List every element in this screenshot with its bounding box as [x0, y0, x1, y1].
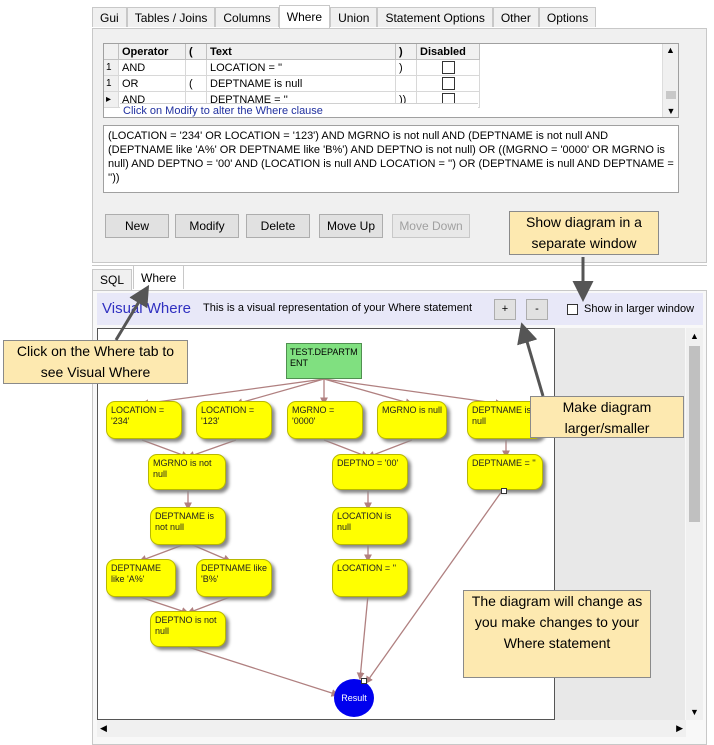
- scroll-thumb[interactable]: [689, 346, 700, 522]
- diagram-node[interactable]: LOCATION = '123': [196, 401, 272, 439]
- row-marker: 1: [104, 75, 119, 92]
- diagram-canvas[interactable]: TEST.DEPARTMENT LOCATION = '234' LOCATIO…: [97, 328, 555, 720]
- larger-window-label: Show in larger window: [584, 303, 695, 315]
- col-rparen: ): [395, 44, 417, 60]
- row-marker: ▸: [104, 91, 119, 108]
- tab-sql[interactable]: SQL: [92, 269, 133, 290]
- diagram-node[interactable]: MGRNO = '0000': [287, 401, 363, 439]
- diagram-edges: [138, 378, 510, 697]
- grid-scrollbar[interactable]: ▲ ▼: [662, 44, 678, 117]
- col-disabled: Disabled: [416, 44, 480, 60]
- callout-larger-smaller: Make diagram larger/smaller: [530, 396, 684, 438]
- scroll-left-icon[interactable]: ◀: [100, 723, 107, 733]
- scroll-right-icon[interactable]: ▶: [676, 723, 683, 733]
- tab-tables-joins[interactable]: Tables / Joins: [126, 7, 216, 27]
- scroll-up-icon[interactable]: ▲: [666, 45, 675, 55]
- diagram-node[interactable]: DEPTNAME like 'A%': [106, 559, 176, 597]
- tab-where[interactable]: Where: [278, 5, 331, 28]
- col-text: Text: [206, 44, 396, 60]
- diagram-node[interactable]: DEPTNO = '00': [332, 454, 408, 490]
- tab-statement-options[interactable]: Statement Options: [377, 7, 493, 27]
- callout-separate-window: Show diagram in a separate window: [509, 211, 659, 255]
- col-lparen: (: [185, 44, 207, 60]
- zoom-out-button[interactable]: -: [526, 299, 548, 320]
- diagram-node[interactable]: DEPTNAME = '': [467, 454, 543, 490]
- row-header-corner: [104, 44, 119, 60]
- scroll-thumb[interactable]: [666, 91, 676, 99]
- move-down-button: Move Down: [392, 214, 470, 238]
- visual-title: Visual Where: [102, 300, 191, 317]
- cell-text[interactable]: DEPTNAME is null: [206, 75, 396, 92]
- top-tab-strip: Gui Tables / Joins Columns Where Union S…: [92, 5, 597, 29]
- diagram-node[interactable]: LOCATION = '234': [106, 401, 182, 439]
- move-up-button[interactable]: Move Up: [319, 214, 383, 238]
- delete-button[interactable]: Delete: [246, 214, 310, 238]
- cell-text[interactable]: LOCATION = '': [206, 59, 396, 76]
- row-marker: 1: [104, 59, 119, 76]
- visual-description: This is a visual representation of your …: [203, 302, 473, 314]
- tab-options[interactable]: Options: [538, 7, 597, 27]
- diagram-node[interactable]: DEPTNAME is not null: [150, 507, 226, 545]
- col-operator: Operator: [118, 44, 186, 60]
- diagram-node[interactable]: DEPTNAME like 'B%': [196, 559, 272, 597]
- node-port-icon: [501, 488, 507, 494]
- root-node[interactable]: TEST.DEPARTMENT: [286, 343, 362, 379]
- cell-lparen[interactable]: (: [185, 75, 207, 92]
- tab-columns[interactable]: Columns: [215, 7, 279, 27]
- vertical-scrollbar[interactable]: ▲ ▼: [686, 328, 703, 720]
- cell-disabled: [416, 75, 480, 92]
- cell-rparen[interactable]: [395, 75, 417, 92]
- result-node[interactable]: Result: [334, 679, 374, 717]
- grid-hint: Click on Modify to alter the Where claus…: [120, 103, 478, 117]
- callout-where-tab: Click on the Where tab to see Visual Whe…: [3, 340, 188, 384]
- disabled-checkbox[interactable]: [441, 77, 455, 90]
- scroll-up-icon[interactable]: ▲: [690, 331, 699, 341]
- modify-button[interactable]: Modify: [175, 214, 239, 238]
- tab-other[interactable]: Other: [492, 7, 539, 27]
- diagram-node[interactable]: MGRNO is not null: [148, 454, 226, 490]
- where-grid[interactable]: Operator ( Text ) Disabled 1 AND LOCATIO…: [103, 43, 679, 118]
- callout-diagram-change: The diagram will change as you make chan…: [463, 590, 651, 678]
- disabled-checkbox[interactable]: [441, 61, 455, 74]
- divider: [92, 265, 707, 266]
- tab-union[interactable]: Union: [330, 7, 378, 27]
- visual-header: Visual Where This is a visual representa…: [97, 293, 703, 325]
- cell-rparen[interactable]: ): [395, 59, 417, 76]
- diagram-node[interactable]: DEPTNO is not null: [150, 611, 226, 647]
- where-text-area[interactable]: (LOCATION = '234' OR LOCATION = '123') A…: [103, 125, 679, 193]
- diagram-node[interactable]: MGRNO is null: [377, 401, 447, 439]
- cell-disabled: [416, 59, 480, 76]
- node-port-icon: [361, 678, 367, 684]
- cell-lparen[interactable]: [185, 59, 207, 76]
- horizontal-scrollbar[interactable]: ◀ ▶: [97, 720, 686, 737]
- cell-operator[interactable]: OR: [118, 75, 186, 92]
- scroll-down-icon[interactable]: ▼: [666, 106, 676, 116]
- cell-operator[interactable]: AND: [118, 59, 186, 76]
- diagram-node[interactable]: LOCATION is null: [332, 507, 408, 545]
- larger-window-checkbox[interactable]: [567, 304, 578, 315]
- diagram-node[interactable]: LOCATION = '': [332, 559, 408, 597]
- table-row[interactable]: 1 AND LOCATION = '' ): [104, 59, 480, 76]
- zoom-in-button[interactable]: +: [494, 299, 516, 320]
- table-row[interactable]: 1 OR ( DEPTNAME is null: [104, 75, 480, 92]
- tab-gui[interactable]: Gui: [92, 7, 127, 27]
- new-button[interactable]: New: [105, 214, 169, 238]
- scroll-down-icon[interactable]: ▼: [690, 707, 699, 717]
